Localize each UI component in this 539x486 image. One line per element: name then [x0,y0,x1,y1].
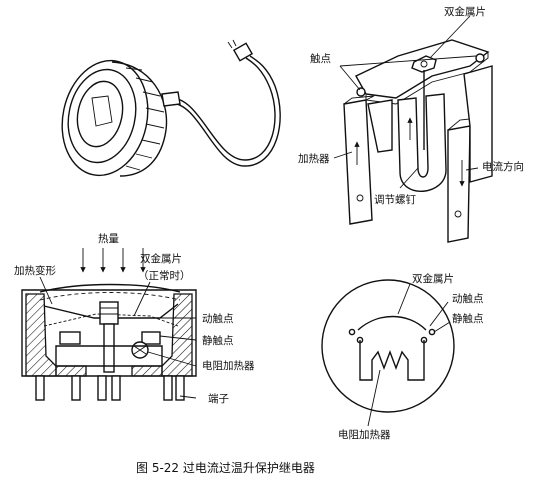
relay-body-ribs [125,67,165,171]
relay-body-inner [76,80,124,148]
bimetal-disk-deformed [43,303,179,319]
center-u-heater [397,93,447,192]
label-resistor-heater-right: 电阻加热器 [338,428,391,441]
schematic-bimetal-arc [357,315,427,331]
label-bimetal-right: 双金属片 [412,272,454,285]
relay-body-outer [61,59,149,177]
relay-body-mid [67,68,137,164]
label-contact-top: 触点 [310,52,331,65]
contact-left [356,87,366,97]
moving-contact-mid [59,331,81,345]
terminals [35,375,185,401]
label-bimetal-mid: 双金属片 [140,252,182,265]
heater-strip-right [447,125,471,243]
cross-section [21,248,197,401]
label-adjust-screw: 调节螺钉 [374,194,416,206]
relay-inner-square [91,95,113,127]
circuit-schematic [321,279,455,427]
housing-outline [21,289,197,377]
label-static-contact-right: 静触点 [452,312,484,325]
label-moving-contact-right: 动触点 [452,292,484,305]
label-resistor-heater-mid: 电阻加热器 [202,359,255,372]
relay-photo-drawing [61,39,281,177]
figure-caption: 图 5-22 过电流过温升保护继电器 [136,461,315,475]
label-current-direction: 电流方向 [482,160,524,173]
label-moving-contact-mid: 动触点 [202,312,234,325]
label-heater-top: 加热器 [298,152,330,165]
label-heat: 热量 [98,232,119,245]
schematic-circle [321,279,455,413]
relay-body-shell [111,61,168,177]
bimetal-disk-normal [43,313,179,327]
relay-cable [169,57,276,161]
label-bimetal-top: 双金属片 [444,5,486,18]
label-static-contact-mid: 静触点 [202,334,234,347]
relay-clip [161,91,181,107]
heat-arrows [80,248,146,273]
label-normal-state: （正常时） [138,269,191,282]
contact-right [475,53,485,63]
label-heat-deform: 加热变形 [14,264,56,277]
bimetal-mechanism [333,15,493,243]
heater-strip-left [343,99,373,225]
cable-connector [232,42,254,62]
schematic-resistor [359,340,425,381]
label-terminal: 端子 [208,392,229,405]
